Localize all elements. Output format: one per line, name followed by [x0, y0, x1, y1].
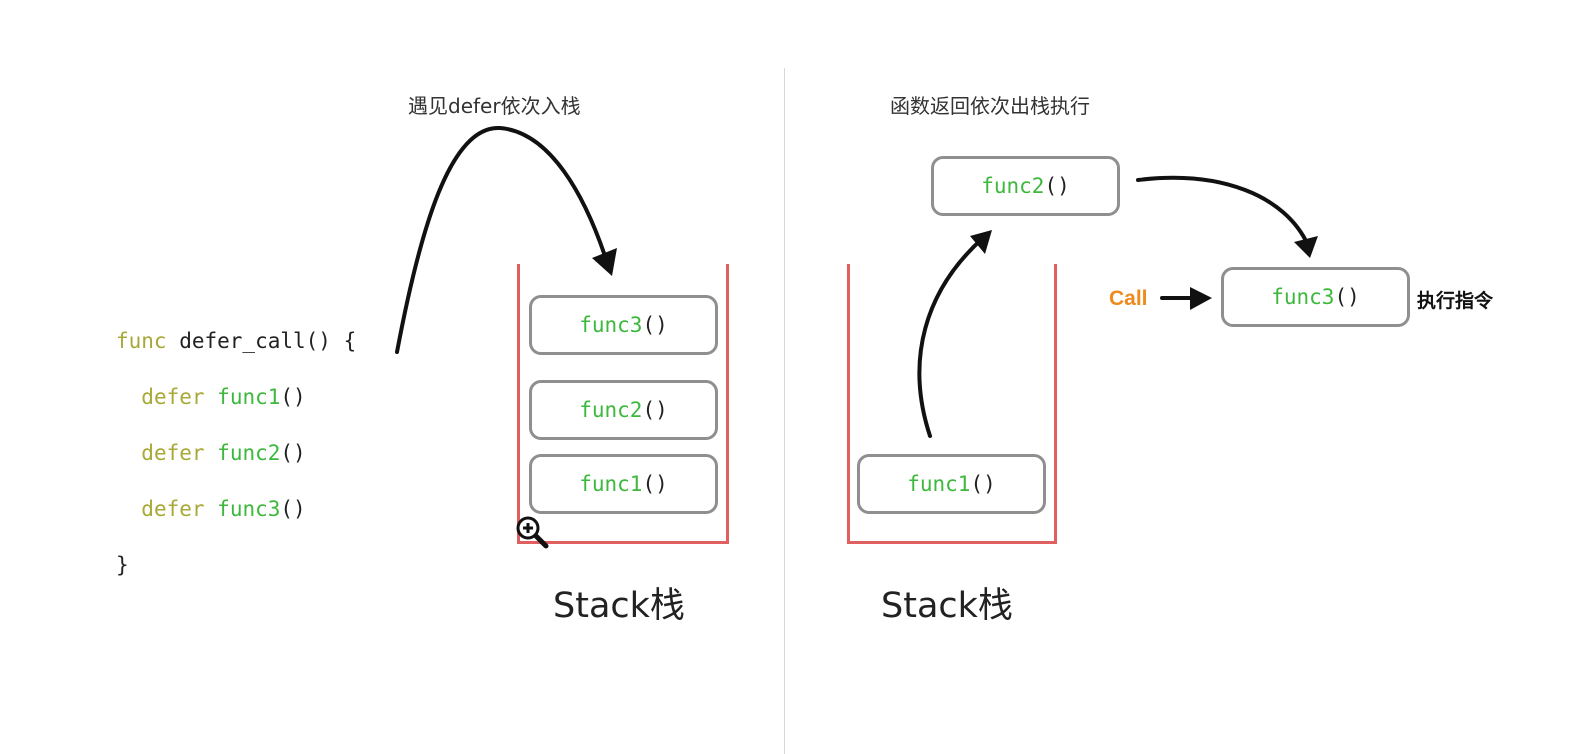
right-stack [847, 264, 1057, 544]
left-stack-label: Stack栈 [553, 586, 685, 626]
code-line-4: defer func3() [141, 497, 306, 521]
code-line-5: } [116, 553, 129, 577]
executing-item-func3: func3() [1221, 267, 1410, 327]
code-line-3: defer func2() [141, 441, 306, 465]
left-stack-item-func3: func3() [529, 295, 718, 355]
exec-arrow [1136, 175, 1310, 247]
push-caption: 遇见defer依次入栈 [408, 94, 581, 118]
panel-divider [784, 68, 785, 754]
pop-caption: 函数返回依次出栈执行 [890, 94, 1090, 118]
code-line-1: func defer_call() { [116, 329, 357, 353]
code-block: func defer_call() { defer func1() defer … [116, 299, 356, 607]
left-stack [517, 264, 729, 544]
call-label: Call [1109, 287, 1148, 310]
pop-arrow [917, 236, 985, 438]
push-arrow-head [592, 248, 617, 276]
code-line-2: defer func1() [141, 385, 306, 409]
exec-arrow-head [1294, 236, 1318, 258]
push-arrow [395, 125, 609, 354]
pop-arrow-head [970, 230, 992, 254]
exec-label: 执行指令 [1417, 290, 1494, 312]
left-stack-item-func2: func2() [529, 380, 718, 440]
call-arrow-head [1190, 287, 1212, 310]
zoom-in-icon[interactable] [515, 515, 551, 551]
popped-item-func2: func2() [931, 156, 1120, 216]
right-stack-item-func1: func1() [857, 454, 1046, 514]
left-stack-item-func1: func1() [529, 454, 718, 514]
right-stack-label: Stack栈 [881, 586, 1013, 626]
